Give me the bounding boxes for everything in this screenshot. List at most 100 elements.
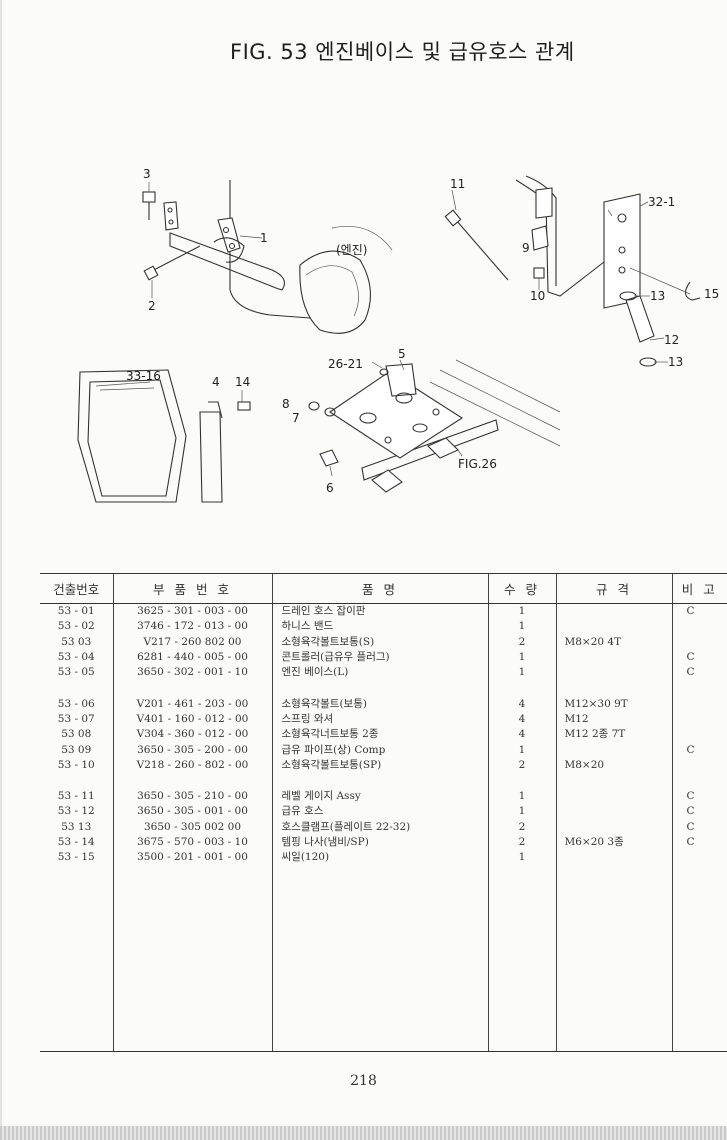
quantity-cell: 1 xyxy=(487,804,556,820)
empty-cell xyxy=(40,865,113,1053)
quantity-cell: 2 xyxy=(487,834,556,851)
callout-1: 1 xyxy=(260,231,268,245)
callout-9: 9 xyxy=(522,241,530,255)
callout-4: 4 xyxy=(212,375,220,389)
callout-15: 15 xyxy=(704,287,719,301)
part-no-cell: 3650 - 305 - 200 - 00 xyxy=(112,742,272,758)
ref-no-cell: 53 - 05 xyxy=(57,666,95,679)
callout-7: 7 xyxy=(292,411,300,425)
quantity-cell: 2 xyxy=(487,634,556,650)
remark-cell: C xyxy=(671,804,727,820)
remark-cell xyxy=(671,634,727,650)
table-empty-area xyxy=(40,865,727,1053)
spec-cell xyxy=(555,788,672,805)
ref-no-cell: 53 - 11 xyxy=(57,790,95,803)
callout-13-upper: 13 xyxy=(650,289,665,303)
empty-cell xyxy=(112,865,272,1053)
callout-8: 8 xyxy=(282,397,290,411)
quantity-cell: 4 xyxy=(487,711,556,728)
header-remarks: 비 고 xyxy=(671,573,727,604)
quantity-cell: 4 xyxy=(487,727,556,743)
engine-base-assembly: 26-21 5 8 7 6 FIG.26 xyxy=(282,347,561,495)
ref-no-cell: 53 - 04 xyxy=(57,651,95,664)
callout-2: 2 xyxy=(148,299,156,313)
part-no-cell: 3650 - 305 - 210 - 00 xyxy=(112,788,272,805)
exploded-diagram: (엔진) 3 1 2 xyxy=(77,167,719,503)
ref-no-cell: 53 03 xyxy=(61,635,92,648)
spec-cell xyxy=(555,665,672,681)
part-name-cell: 소형육각볼트(보통) xyxy=(271,696,488,712)
callout-6: 6 xyxy=(326,481,334,495)
page-number: 218 xyxy=(350,1073,377,1089)
spacer-cell xyxy=(671,772,727,789)
callout-14: 14 xyxy=(235,375,250,389)
remark-cell xyxy=(671,696,727,712)
spec-cell xyxy=(555,649,672,666)
header-ref-no: 건출번호 xyxy=(40,573,113,604)
spacer-cell xyxy=(555,680,672,697)
spacer-cell xyxy=(40,773,113,789)
ref-no-cell: 53 - 02 xyxy=(57,620,95,633)
remark-cell: C xyxy=(671,834,727,851)
scan-edge xyxy=(0,0,2,1140)
remark-cell: C xyxy=(671,649,727,666)
group-spacer-row xyxy=(40,772,727,789)
radiator-frame: 33-16 4 14 xyxy=(77,369,251,503)
spacer-cell xyxy=(112,772,272,789)
engine-label: (엔진) xyxy=(336,243,367,257)
spec-cell xyxy=(555,603,672,620)
spacer-cell xyxy=(271,772,488,789)
remark-cell xyxy=(671,757,727,773)
part-name-cell: 급유 파이프(상) Comp xyxy=(271,742,488,758)
quantity-cell: 1 xyxy=(487,742,556,758)
quantity-cell: 1 xyxy=(487,788,556,805)
part-no-cell: 3675 - 570 - 003 - 10 xyxy=(112,834,272,851)
spacer-cell xyxy=(271,680,488,697)
callout-13-lower: 13 xyxy=(668,355,683,369)
part-no-cell: 3500 - 201 - 001 - 00 xyxy=(112,850,272,866)
callout-10: 10 xyxy=(530,289,545,303)
quantity-cell: 2 xyxy=(487,819,556,835)
spec-cell xyxy=(555,819,672,835)
remark-cell xyxy=(671,727,727,743)
callout-32-1: 32-1 xyxy=(648,195,675,209)
remark-cell xyxy=(671,619,727,635)
spacer-cell xyxy=(671,680,727,697)
ref-no-cell: 53 - 14 xyxy=(57,836,95,848)
ref-no-cell: 53 09 xyxy=(61,743,92,756)
part-name-cell: 엔진 베이스(L) xyxy=(271,665,488,681)
part-name-cell: 소형육각볼트보통(S) xyxy=(271,634,488,650)
empty-cell xyxy=(555,865,672,1053)
spec-cell: M12×30 9T xyxy=(555,696,672,712)
quantity-cell: 4 xyxy=(487,696,556,712)
spacer-cell xyxy=(487,772,556,789)
header-part-name: 품 명 xyxy=(271,573,488,604)
quantity-cell: 1 xyxy=(487,850,556,866)
part-no-cell: V304 - 360 - 012 - 00 xyxy=(112,727,272,743)
quantity-cell: 1 xyxy=(487,649,556,666)
part-name-cell: 급유 호스 xyxy=(271,804,488,820)
remark-cell: C xyxy=(671,742,727,758)
ref-no-cell: 53 - 10 xyxy=(57,758,95,771)
part-name-cell: 씨일(120) xyxy=(271,850,488,866)
callout-12: 12 xyxy=(664,333,679,347)
part-no-cell: 6281 - 440 - 005 - 00 xyxy=(112,649,272,666)
group-spacer-row xyxy=(40,680,727,697)
spec-cell xyxy=(555,850,672,866)
callout-11: 11 xyxy=(450,177,465,191)
header-specification: 규 격 xyxy=(555,573,672,604)
